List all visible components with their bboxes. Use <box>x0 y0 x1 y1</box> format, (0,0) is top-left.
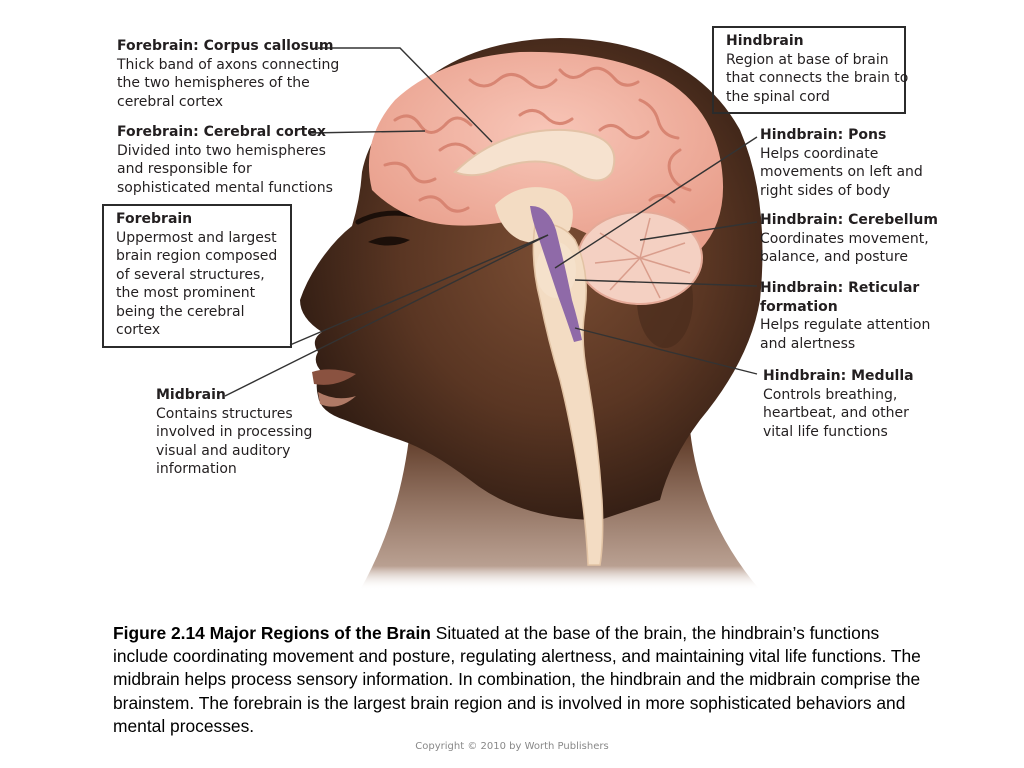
label-title: Hindbrain: Medulla <box>763 368 914 384</box>
leader-forebrain <box>289 234 549 346</box>
label-line: the most prominent <box>116 285 256 301</box>
lips <box>312 369 356 385</box>
label-line: movements on left and <box>760 164 923 180</box>
label-line: and alertness <box>760 335 856 352</box>
label-title: Hindbrain: Cerebellum <box>760 212 938 228</box>
reticular-formation-stripe <box>530 205 582 342</box>
label-title: Hindbrain <box>726 33 804 49</box>
label-line: Helps coordinate <box>760 145 879 162</box>
label-midbrain: Midbrain Contains structures involved in… <box>156 386 312 479</box>
label-line: Thick band of axons connecting <box>117 56 340 73</box>
label-line: Region at base of brain <box>726 51 889 68</box>
label-line: being the cerebral <box>116 303 245 320</box>
label-title: Hindbrain: Reticular <box>760 280 920 296</box>
caption-title: Figure 2.14 Major Regions of the Brain <box>113 623 431 643</box>
label-line: Divided into two hemispheres <box>117 142 326 159</box>
label-line: Coordinates movement, <box>760 230 929 247</box>
label-forebrain-box: Forebrain Uppermost and largest brain re… <box>102 204 292 348</box>
label-line: brain region composed <box>116 248 278 264</box>
leader-reticular <box>574 279 758 287</box>
eye <box>368 236 410 246</box>
brainstem-spinal-cord <box>532 223 604 566</box>
label-title: Midbrain <box>156 387 226 403</box>
label-cerebral-cortex: Forebrain: Cerebral cortex Divided into … <box>117 123 333 197</box>
label-line: balance, and posture <box>760 249 908 265</box>
leader-midbrain <box>224 234 549 397</box>
label-line: and responsible for <box>117 161 252 177</box>
label-line: Controls breathing, <box>763 386 898 403</box>
label-line: the two hemispheres of the <box>117 75 310 91</box>
leader-medulla <box>574 327 758 375</box>
label-line: heartbeat, and other <box>763 405 909 421</box>
label-line: right sides of body <box>760 182 891 199</box>
label-medulla: Hindbrain: Medulla Controls breathing, h… <box>763 367 914 441</box>
leader-pons <box>554 136 758 269</box>
label-cerebellum: Hindbrain: Cerebellum Coordinates moveme… <box>760 211 938 267</box>
leader-cerebral-cortex <box>307 130 426 134</box>
label-corpus-callosum: Forebrain: Corpus callosum Thick band of… <box>117 37 339 111</box>
label-line: visual and auditory <box>156 442 291 459</box>
label-hindbrain-box: Hindbrain Region at base of brain that c… <box>712 26 909 114</box>
label-line: that connects the brain to <box>726 70 909 86</box>
label-line: of several structures, <box>116 266 265 283</box>
label-line: cerebral cortex <box>117 93 224 110</box>
copyright-notice: Copyright © 2010 by Worth Publishers <box>415 741 609 752</box>
label-line: sophisticated mental functions <box>117 179 333 196</box>
label-line: the spinal cord <box>726 88 830 105</box>
label-line: Helps regulate attention <box>760 317 931 333</box>
caption-body: Situated at the base of the brain, the h… <box>113 623 921 736</box>
label-title: Forebrain: Corpus callosum <box>117 38 334 54</box>
label-title: Forebrain <box>116 211 193 227</box>
label-line: involved in processing <box>156 424 313 440</box>
label-line: cortex <box>116 322 161 338</box>
corpus-callosum <box>453 128 616 182</box>
label-line: vital life functions <box>763 423 888 440</box>
label-pons: Hindbrain: Pons Helps coordinate movemen… <box>760 126 923 200</box>
figure-caption: Figure 2.14 Major Regions of the Brain S… <box>113 622 928 738</box>
label-line: Uppermost and largest <box>116 229 277 246</box>
leader-cerebellum <box>639 221 758 241</box>
label-title: Hindbrain: Pons <box>760 127 887 143</box>
label-line: Contains structures <box>156 405 293 422</box>
label-reticular-formation: Hindbrain: Reticular formation Helps reg… <box>760 279 930 353</box>
label-title: formation <box>760 298 838 315</box>
label-title: Forebrain: Cerebral cortex <box>117 124 326 140</box>
leader-corpus-callosum <box>318 47 493 143</box>
label-line: information <box>156 461 237 477</box>
